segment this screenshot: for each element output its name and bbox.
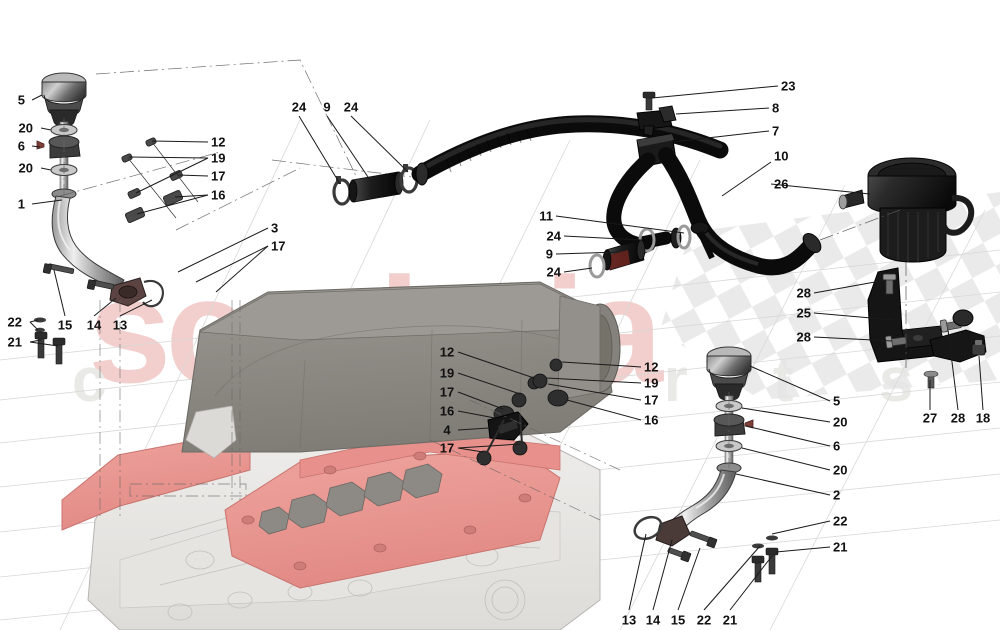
callout-16-43: 16 (644, 412, 659, 428)
callout-17-42: 17 (644, 392, 659, 408)
callout-13-9: 13 (112, 317, 128, 333)
callout-13-51: 13 (621, 612, 637, 628)
callout-4-38: 4 (443, 422, 451, 438)
callout-14-52: 14 (645, 612, 661, 628)
callout-24-27: 24 (546, 264, 561, 280)
part-15-bolt-right (667, 530, 718, 563)
top-sleeve-assembly (332, 164, 419, 206)
engine-assembly (61, 281, 621, 630)
part-13-gasket-left (142, 279, 164, 308)
callout-28-28: 28 (796, 285, 811, 301)
center-fastener-cluster (476, 358, 569, 466)
callout-5-0: 5 (17, 92, 25, 108)
callout-6-46: 6 (833, 438, 841, 454)
callout-15-7: 15 (57, 317, 73, 333)
callout-25-29: 25 (796, 305, 811, 321)
right-breather-assembly (633, 346, 779, 583)
part-21-screws-left (34, 331, 66, 365)
part-18-clip (971, 340, 986, 356)
part-9-sleeve-right (602, 239, 646, 271)
callout-24-18: 24 (343, 99, 359, 115)
callout-16-13: 16 (211, 187, 226, 203)
part-5-oil-cap-left (41, 72, 87, 127)
right-sleeve-assembly (588, 227, 656, 279)
part-22-washer-right (752, 535, 778, 549)
callout-14-8: 14 (86, 317, 102, 333)
callout-20-1: 20 (18, 120, 33, 136)
callout-17-12: 17 (211, 168, 226, 184)
callout-23-19: 23 (781, 78, 796, 94)
callout-15-53: 15 (670, 612, 686, 628)
part-11-collar (670, 224, 692, 250)
leader-lines (29, 85, 984, 611)
callout-9-17: 9 (323, 99, 331, 115)
callout-19-41: 19 (644, 375, 659, 391)
callout-18-33: 18 (975, 410, 991, 426)
fastener-cluster-top-left (121, 137, 199, 223)
part-20-washer-right-upper (715, 400, 743, 412)
callout-20-45: 20 (833, 414, 848, 430)
left-breather-assembly (34, 72, 164, 365)
part-22-washer-left (34, 317, 46, 333)
part-24-clamp-top-left (332, 176, 352, 206)
callout-22-54: 22 (696, 612, 712, 628)
callout-22-49: 22 (833, 513, 848, 529)
callout-21-55: 21 (722, 612, 738, 628)
callout-10-22: 10 (774, 148, 789, 164)
callout-7-21: 7 (772, 123, 780, 139)
callout-28-30: 28 (796, 329, 811, 345)
callout-17-36: 17 (439, 384, 455, 400)
callout-19-35: 19 (439, 365, 455, 381)
callout-16-37: 16 (439, 403, 455, 419)
callout-20-3: 20 (18, 160, 33, 176)
callout-20-47: 20 (833, 462, 848, 478)
ignition-coils (258, 463, 443, 535)
part-13-gasket-right (633, 515, 663, 541)
callout-8-20: 8 (772, 100, 780, 116)
callout-11-24: 11 (539, 208, 553, 224)
callout-3-14: 3 (271, 220, 279, 236)
callout-12-10: 12 (211, 134, 226, 150)
callout-9-26: 9 (545, 246, 553, 262)
oil-separator-assembly (819, 157, 987, 389)
callout-24-16: 24 (291, 99, 307, 115)
callout-21-6: 21 (7, 334, 22, 350)
part-15-bolt-left (42, 263, 115, 290)
callout-2-48: 2 (833, 487, 841, 503)
part-24-clamp-right-lower (588, 253, 606, 279)
part-26-oil-separator (838, 157, 975, 263)
callout-17-39: 17 (439, 440, 455, 456)
callout-21-50: 21 (833, 539, 848, 555)
callout-12-40: 12 (644, 359, 659, 375)
part-9-sleeve-top (348, 171, 404, 203)
alignment-rails (63, 118, 730, 521)
cam-cover-rear (61, 429, 251, 531)
part-21-screws-right (751, 547, 779, 583)
callout-24-25: 24 (546, 228, 561, 244)
part-14-flange-left (109, 277, 147, 307)
callout-27-31: 27 (922, 410, 938, 426)
part-1-breather-pipe (51, 188, 125, 291)
callout-6-2: 6 (17, 138, 25, 154)
callout-22-5: 22 (7, 314, 22, 330)
callout-12-34: 12 (439, 344, 455, 360)
callout-17-15: 17 (271, 238, 286, 254)
part-8-sensor (636, 105, 677, 137)
construction-lines (59, 59, 421, 231)
callout-5-44: 5 (833, 393, 841, 409)
part-14-flange-right (655, 515, 691, 547)
part-6-connector-left (36, 135, 81, 159)
callout-1-4: 1 (17, 196, 25, 212)
part-6-connector-right (713, 413, 754, 437)
callout-19-11: 19 (211, 150, 226, 166)
callout-28-32: 28 (950, 410, 966, 426)
callout-26-23: 26 (774, 176, 789, 192)
throttle-flange (557, 295, 621, 401)
part-23-screw (642, 91, 656, 111)
